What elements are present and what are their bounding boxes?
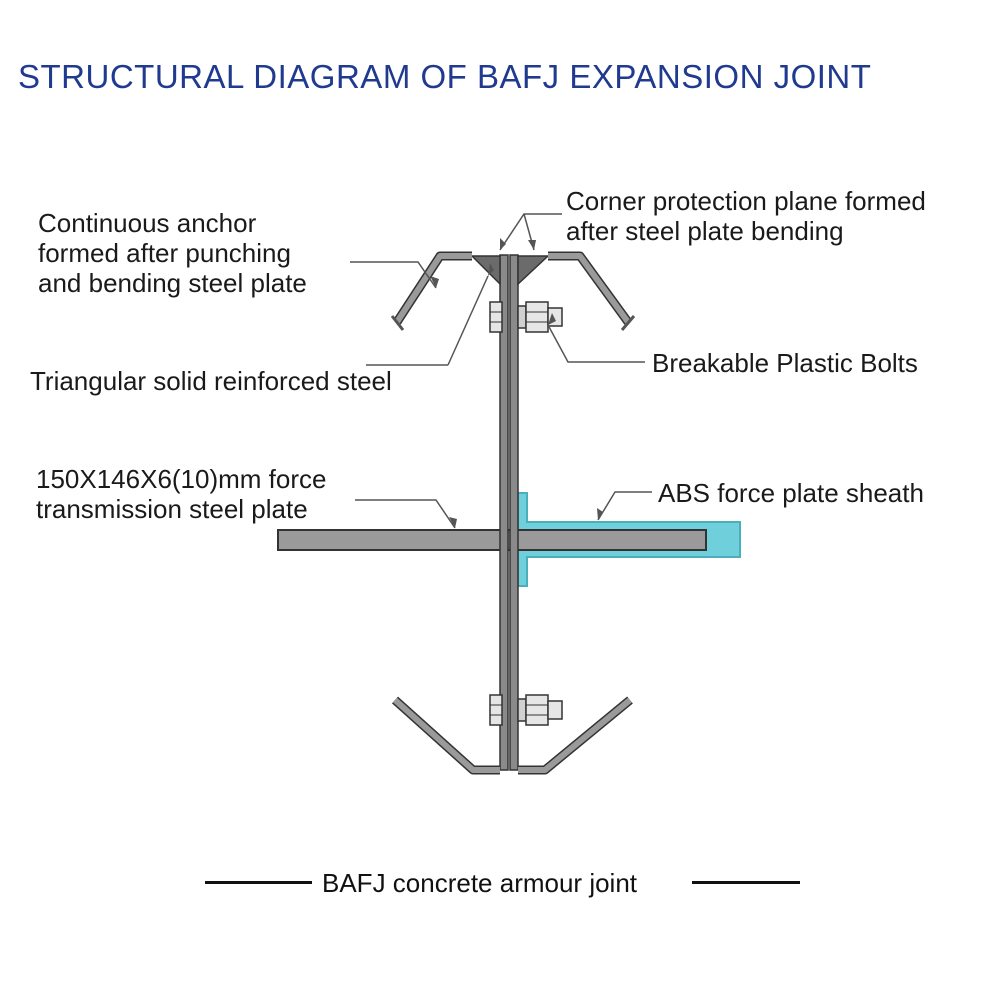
caption-rule-left [205, 881, 312, 884]
label-line: after steel plate bending [566, 216, 844, 246]
label-continuous-anchor: Continuous anchor formed after punching … [38, 208, 307, 298]
caption-block: BAFJ concrete armour joint [0, 866, 1000, 900]
label-line: and bending steel plate [38, 268, 307, 298]
label-line: formed after punching [38, 238, 291, 268]
top-bolt-icon [489, 301, 563, 333]
label-line: 150X146X6(10)mm force [36, 464, 327, 494]
diagram-title: STRUCTURAL DIAGRAM OF BAFJ EXPANSION JOI… [18, 58, 872, 95]
label-triangular-steel: Triangular solid reinforced steel [30, 366, 392, 396]
left-vertical-plate [499, 254, 509, 771]
label-force-plate: 150X146X6(10)mm force transmission steel… [36, 464, 326, 524]
leader-triangle [366, 275, 489, 366]
caption-rule-right [692, 881, 800, 884]
diagram-caption: BAFJ concrete armour joint [322, 868, 638, 898]
label-corner-protection: Corner protection plane formed after ste… [566, 186, 926, 246]
leader-bolts [547, 324, 645, 363]
label-line: Corner protection plane formed [566, 186, 926, 216]
label-line: Continuous anchor [38, 208, 257, 238]
force-transmission-plate [277, 529, 707, 551]
triangular-reinforcement [470, 255, 501, 286]
leader-anchor [350, 261, 437, 289]
label-abs-sheath: ABS force plate sheath [658, 478, 924, 508]
right-vertical-plate [509, 254, 519, 771]
leader-force-plate [355, 499, 456, 529]
bottom-bolt-icon [489, 694, 563, 726]
corner-protection-triangle [517, 255, 550, 286]
leader-sheath [597, 491, 652, 521]
label-breakable-bolts: Breakable Plastic Bolts [652, 348, 918, 378]
label-line: transmission steel plate [36, 494, 308, 524]
